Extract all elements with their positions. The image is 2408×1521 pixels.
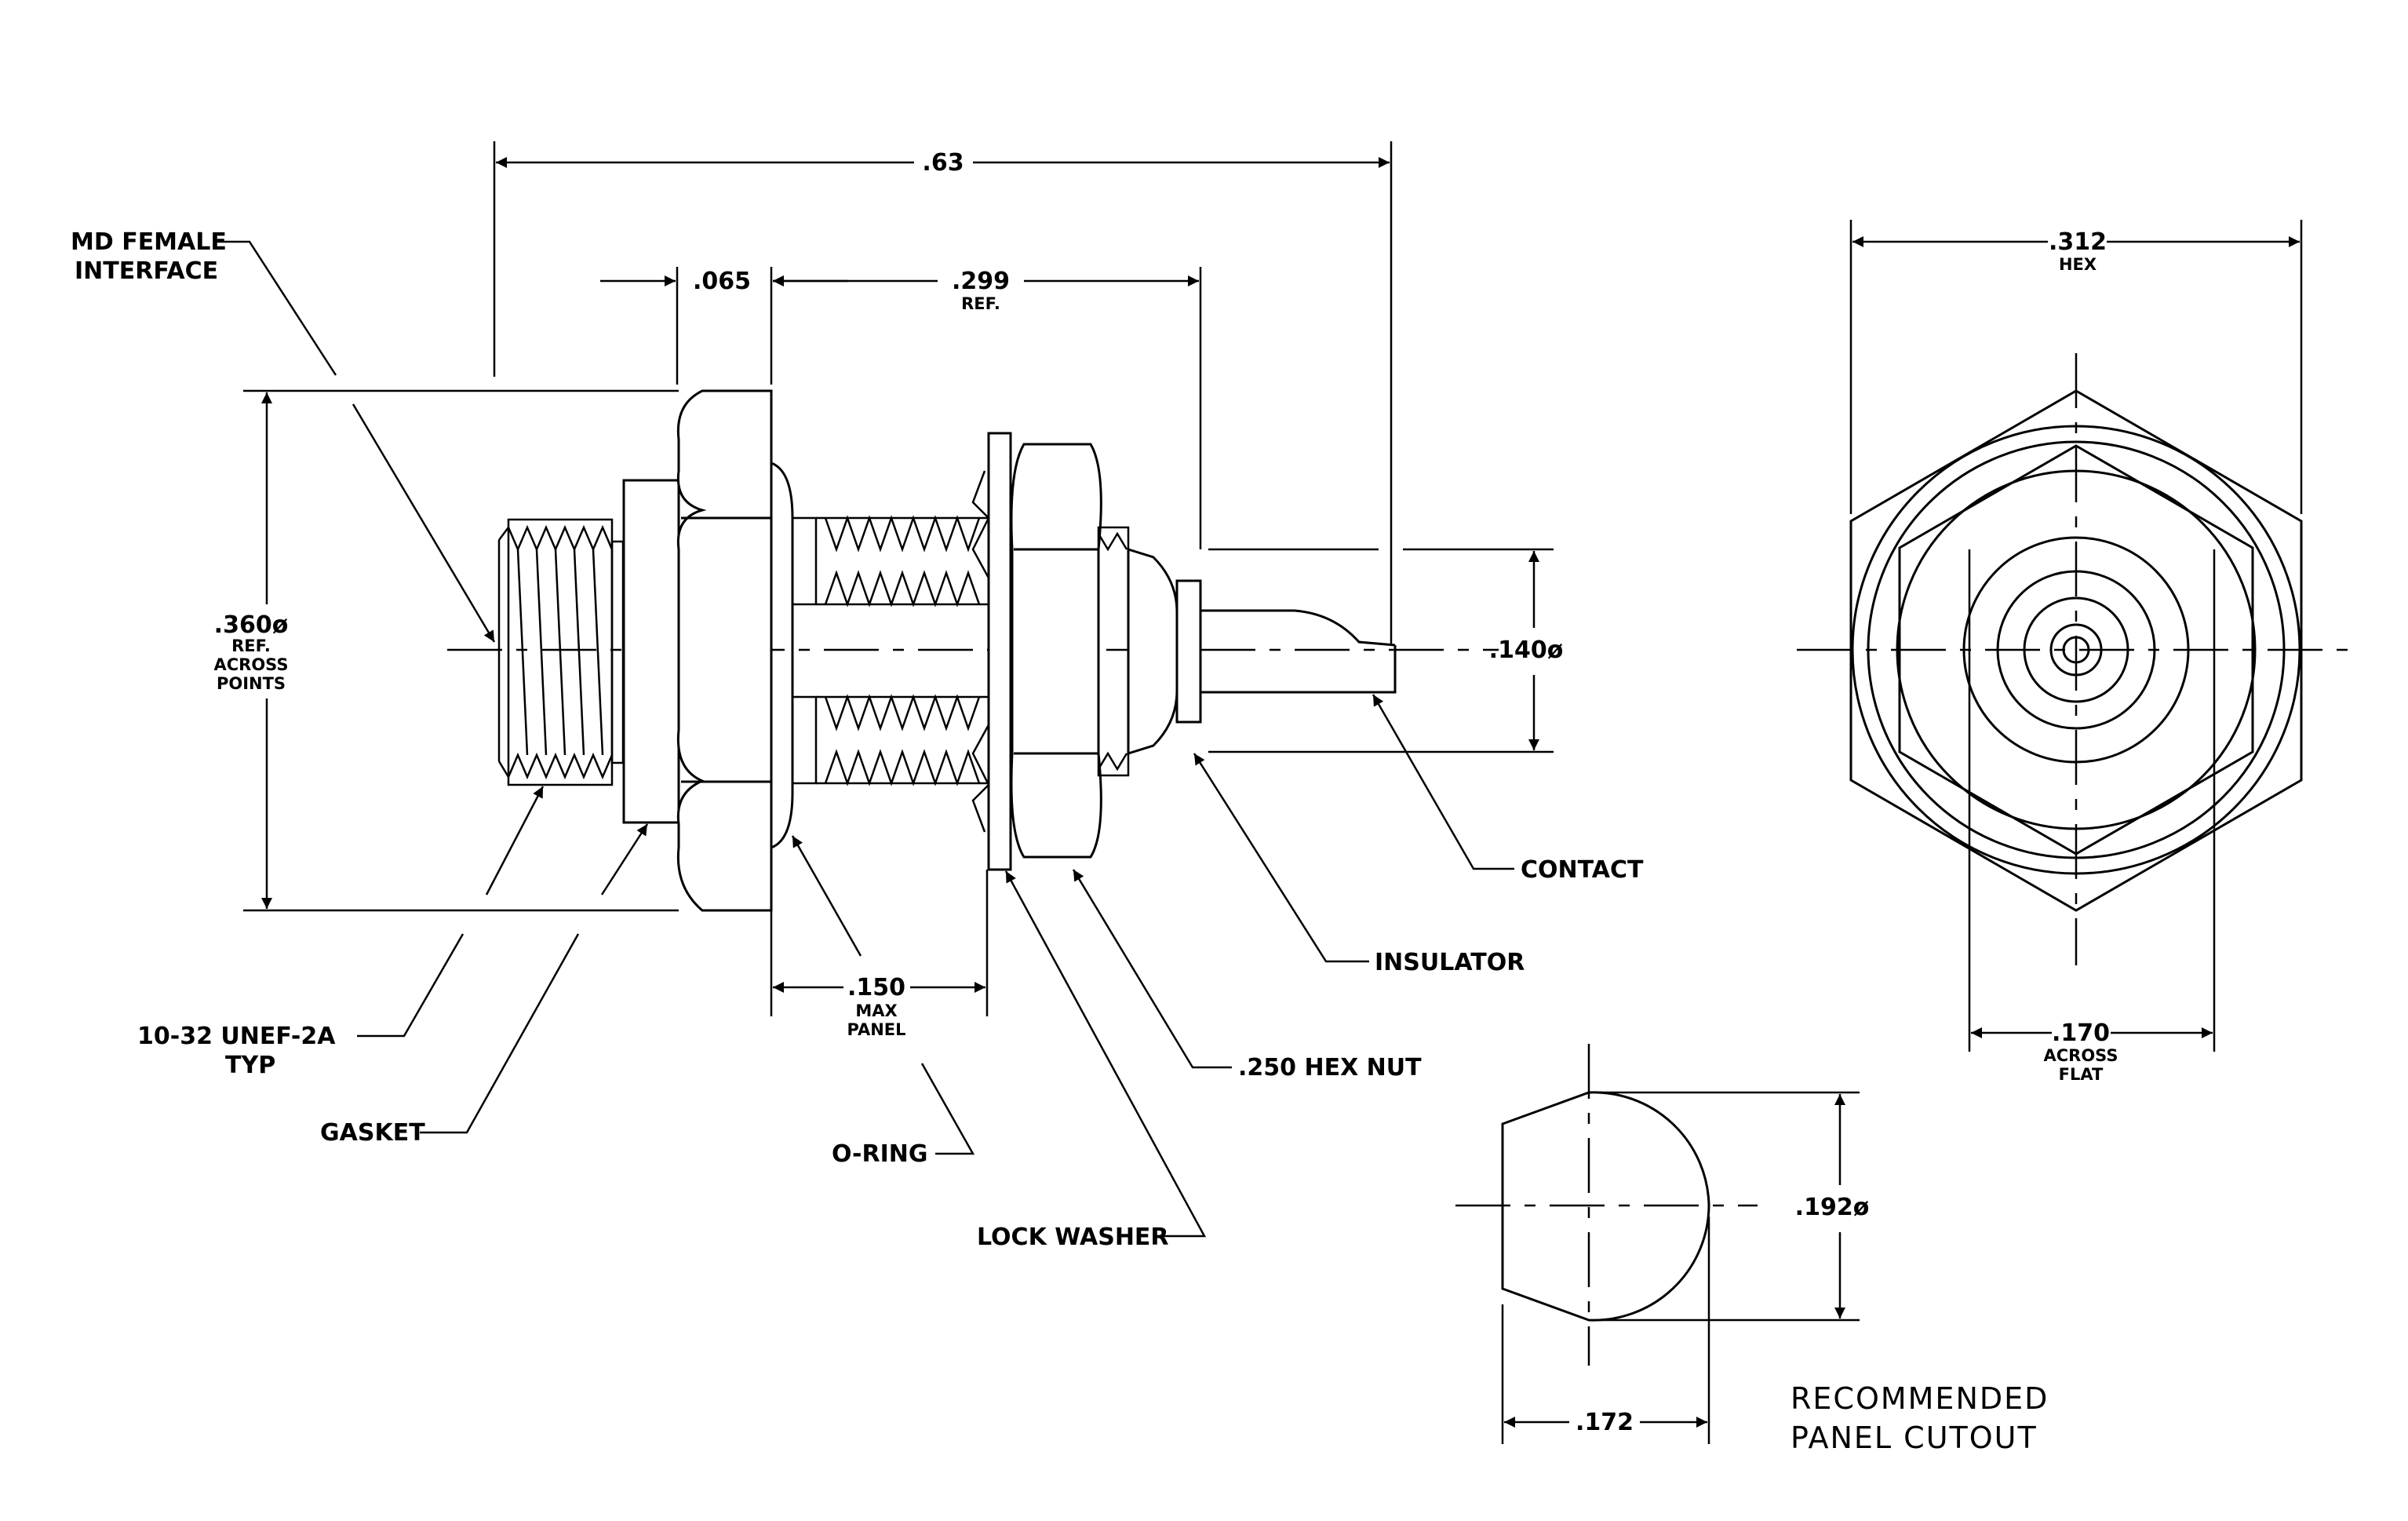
dim-across-points-n2: ACROSS [214,655,289,674]
dim-across-points-n3: POINTS [217,674,286,693]
leader-lines [214,240,1514,1238]
dim-flange-thickness: .065 [693,268,751,295]
label-contact: CONTACT [1521,856,1644,884]
label-md-female-l1: MD FEMALE [71,228,227,256]
label-cutout-l1: RECOMMENDED [1791,1381,2049,1416]
lock-washer-part [971,432,1012,871]
dim-body-length: .299 [952,268,1010,295]
dim-contact-diameter: .140ø [1489,636,1564,664]
label-hex-nut: .250 HEX NUT [1238,1054,1422,1081]
front-thread [497,518,625,786]
dim-hex-note: HEX [2059,255,2097,274]
front-view [1797,353,2354,965]
dim-hex: .312 [2049,228,2107,256]
insulator-part [1127,547,1202,756]
dim-across-flat-n1: ACROSS [2044,1046,2118,1065]
contact-pin [1200,609,1397,694]
label-md-female-l2: INTERFACE [75,257,218,285]
dim-across-points: .360ø [214,611,289,639]
hex-nut-part [1010,443,1102,859]
side-view [447,389,1499,912]
rear-thread [1097,526,1130,777]
dim-across-flat-n2: FLAT [2059,1065,2104,1084]
dim-cutout-diameter: .192ø [1795,1194,1870,1221]
gasket-part [622,479,680,824]
dimension-lines [243,141,2303,1444]
dim-max-panel-n1: MAX [855,1001,897,1020]
label-o-ring: O-RING [832,1140,928,1168]
label-cutout-l2: PANEL CUTOUT [1791,1421,2038,1455]
dim-body-length-note: REF. [961,294,1000,313]
label-gasket: GASKET [320,1119,425,1147]
hex-flange [676,389,773,912]
dim-max-panel-n2: PANEL [847,1020,905,1039]
label-insulator: INSULATOR [1375,949,1525,976]
dim-cutout-flat: .172 [1576,1409,1634,1436]
dim-max-panel: .150 [847,974,905,1001]
dim-across-flat: .170 [2052,1019,2110,1047]
label-thread-l2: TYP [225,1052,275,1079]
body-thread [791,515,989,786]
annotations: MD FEMALE INTERFACE .63 .065 .299 REF. .… [71,149,2118,1455]
o-ring-part [770,461,794,849]
label-lock-washer: LOCK WASHER [977,1224,1169,1251]
panel-cutout-view [1455,1044,1758,1366]
dim-across-points-n1: REF. [231,636,271,655]
dim-overall-length: .63 [922,149,964,177]
label-thread-l1: 10-32 UNEF-2A [137,1023,336,1050]
